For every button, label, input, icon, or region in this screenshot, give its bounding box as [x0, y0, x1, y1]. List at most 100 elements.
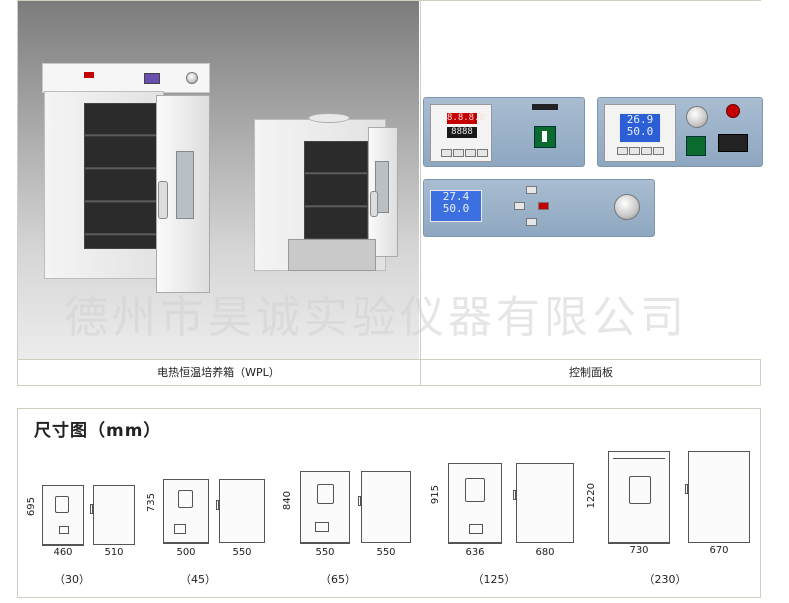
- model-230-top-line: [613, 458, 665, 459]
- large-incubator-knob: [186, 72, 198, 84]
- model-65-side-width: 550: [376, 547, 396, 558]
- model-230-side-handle: [685, 484, 688, 494]
- model-65-height: 840: [282, 491, 293, 511]
- model-65-front-window: [317, 484, 334, 504]
- large-incubator-chamber: [84, 103, 158, 249]
- product-caption: 电热恒温培养箱（WPL）: [157, 366, 280, 379]
- model-30-side-handle: [90, 504, 93, 514]
- lcd2-current-temp: 27.4: [442, 190, 470, 203]
- model-65-side-handle: [358, 496, 361, 506]
- model-45-side-width: 550: [232, 547, 252, 558]
- large-incubator-display: [144, 73, 160, 84]
- model-30-front-window: [55, 496, 69, 513]
- model-45-front-panel: [174, 524, 186, 534]
- nav-up-button[interactable]: [526, 186, 537, 194]
- large-incubator-logo: [84, 72, 94, 78]
- controller-display-top: 8.8.8.8: [447, 113, 485, 124]
- lcd1-btn-1[interactable]: [617, 147, 628, 155]
- small-incubator-vent: [308, 113, 350, 123]
- model-30-side-view: [90, 485, 135, 545]
- large-incubator-top: [42, 63, 210, 93]
- small-incubator-control-drawer: [288, 239, 376, 271]
- model-65-front-width: 550: [315, 547, 335, 558]
- dimension-title: 尺寸图（mm）: [34, 421, 162, 441]
- lcd-display-2: 27.4 50.0: [430, 190, 482, 222]
- model-45-volume: （45）: [180, 573, 216, 586]
- model-230-front-width: 730: [629, 545, 649, 556]
- control-panel-2: 26.9 50.0: [597, 97, 763, 167]
- model-230-front-window: [629, 476, 651, 504]
- caption-row: 电热恒温培养箱（WPL） 控制面板: [18, 359, 760, 386]
- model-230-base: [608, 543, 670, 548]
- model-125-height: 915: [430, 485, 441, 505]
- model-125-base: [448, 543, 502, 548]
- lcd1-current-temp: 26.9: [626, 113, 654, 126]
- model-125-front-view: [448, 463, 502, 543]
- control-panel-1: 8.8.8.8 8888: [423, 97, 585, 167]
- model-45-base: [163, 543, 209, 548]
- model-30-front-view: [42, 485, 84, 545]
- nav-down-button[interactable]: [526, 218, 537, 226]
- model-125-front-width: 636: [465, 547, 485, 558]
- control-knob[interactable]: [686, 106, 708, 128]
- model-230-height: 1220: [586, 483, 597, 509]
- model-45-front-view: [163, 479, 209, 543]
- control-knob-2[interactable]: [614, 194, 640, 220]
- controller-set-button[interactable]: [441, 149, 452, 157]
- product-table: 8.8.8.8 8888 26.9 50.0: [17, 0, 763, 386]
- power-switch-2[interactable]: [686, 136, 706, 156]
- lcd-display-1: 26.9 50.0: [619, 113, 661, 143]
- model-230-side-view: [685, 451, 750, 543]
- model-45-front-window: [178, 490, 193, 508]
- reset-button[interactable]: [726, 104, 740, 118]
- model-65-volume: （65）: [320, 573, 356, 586]
- model-65-base: [300, 543, 350, 548]
- model-45-height: 735: [146, 493, 157, 513]
- small-incubator-chamber: [304, 141, 368, 239]
- controller-up-button[interactable]: [477, 149, 488, 157]
- control-panel-photo: 8.8.8.8 8888 26.9 50.0: [420, 1, 763, 359]
- controller-down-button[interactable]: [465, 149, 476, 157]
- model-30-height: 695: [26, 497, 37, 517]
- model-30-base: [42, 545, 84, 550]
- lcd1-set-temp: 50.0: [626, 125, 654, 138]
- model-65-front-view: [300, 471, 350, 543]
- small-incubator-door-window: [375, 161, 389, 213]
- model-125-side-handle: [513, 490, 516, 500]
- lcd1-btn-2[interactable]: [629, 147, 640, 155]
- small-incubator-handle: [370, 191, 378, 217]
- timer-switch[interactable]: [718, 134, 748, 152]
- model-45-side-view: [216, 479, 265, 543]
- dimension-diagram: 尺寸图（mm） 695 460 510 （30） 735 500 550 （45…: [17, 408, 761, 598]
- model-30-volume: （30）: [54, 573, 90, 586]
- control-panel-3: 27.4 50.0: [423, 179, 655, 237]
- product-photo: [18, 1, 419, 359]
- model-230-front-view: [608, 451, 670, 543]
- temperature-controller: 8.8.8.8 8888: [430, 104, 492, 162]
- lcd1-btn-4[interactable]: [653, 147, 664, 155]
- panel-caption: 控制面板: [420, 360, 761, 386]
- model-30-front-width: 460: [53, 547, 73, 558]
- model-230-volume: （230）: [643, 573, 687, 586]
- nav-right-button[interactable]: [538, 202, 549, 210]
- lcd1-btn-3[interactable]: [641, 147, 652, 155]
- power-switch[interactable]: [534, 126, 556, 148]
- model-125-front-panel: [469, 524, 483, 534]
- controller-display-bottom: 8888: [447, 127, 477, 138]
- lcd-controller: 26.9 50.0: [604, 104, 676, 162]
- model-65-side-view: [358, 471, 411, 543]
- model-30-side-width: 510: [104, 547, 124, 558]
- lcd2-set-temp: 50.0: [442, 202, 470, 215]
- model-230-side-width: 670: [709, 545, 729, 556]
- model-30-front-panel: [59, 526, 69, 534]
- model-125-side-view: [513, 463, 574, 543]
- model-45-side-handle: [216, 500, 219, 510]
- model-125-side-width: 680: [535, 547, 555, 558]
- model-125-volume: （125）: [472, 573, 516, 586]
- nav-left-button[interactable]: [514, 202, 525, 210]
- model-65-front-panel: [315, 522, 329, 532]
- controller-shift-button[interactable]: [453, 149, 464, 157]
- model-45-front-width: 500: [176, 547, 196, 558]
- large-incubator-handle: [158, 181, 168, 219]
- model-125-front-window: [465, 478, 485, 502]
